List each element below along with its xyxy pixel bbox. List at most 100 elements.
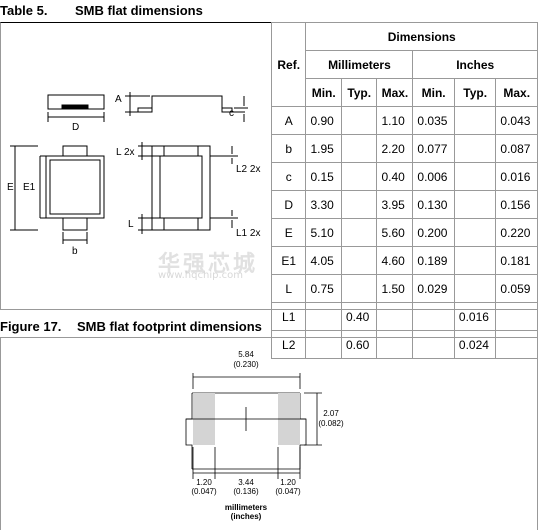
dim-total-width-in: (0.230) — [233, 360, 259, 369]
subheader-in-min: Min. — [412, 78, 455, 107]
cell-in-max: 0.016 — [495, 162, 538, 191]
cell-in-min: 0.035 — [412, 106, 455, 135]
cell-in-typ — [453, 190, 497, 219]
label-L2-2x: L2 2x — [236, 164, 260, 175]
cell-in-min: 0.029 — [412, 274, 455, 303]
cell-in-typ — [453, 218, 497, 247]
cell-in-max: 0.043 — [495, 106, 538, 135]
cell-in-min: 0.130 — [412, 190, 455, 219]
cell-in-min — [412, 302, 455, 331]
cell-mm-typ — [340, 246, 378, 275]
cell-mm-typ: 0.60 — [340, 330, 378, 359]
header-inches: Inches — [412, 50, 538, 79]
top-view-lead-top — [62, 145, 88, 157]
dim-height-mm: 2.07 — [323, 409, 339, 418]
subheader-in-typ: Typ. — [453, 78, 497, 107]
cell-in-typ — [453, 134, 497, 163]
figure17-caption: Figure 17. SMB flat footprint dimensions — [0, 319, 320, 337]
figure17-number: Figure 17. — [0, 319, 62, 334]
label-L: L — [128, 219, 134, 230]
cell-in-max — [495, 302, 538, 331]
dim-pad-left-mm: 1.20 — [196, 478, 212, 487]
label-L1-2x: L1 2x — [236, 228, 260, 239]
subheader-mm-min: Min. — [305, 78, 342, 107]
dim-height-in: (0.082) — [318, 419, 344, 428]
header-ref: Ref. — [270, 22, 307, 107]
label-E1: E1 — [23, 182, 36, 193]
top-view-inner — [49, 159, 101, 215]
table-header-row-2: Millimeters Inches — [272, 50, 538, 79]
cell-mm-min: 5.10 — [305, 218, 342, 247]
cell-mm-max: 4.60 — [376, 246, 414, 275]
units-line2: (inches) — [231, 512, 262, 521]
cell-ref: b — [270, 134, 307, 163]
cell-mm-typ — [340, 218, 378, 247]
table5-caption: Table 5. SMB flat dimensions — [0, 3, 300, 21]
cell-mm-typ — [340, 274, 378, 303]
cell-mm-typ — [340, 190, 378, 219]
cell-mm-min: 3.30 — [305, 190, 342, 219]
cell-mm-typ — [340, 162, 378, 191]
cell-in-min: 0.077 — [412, 134, 455, 163]
cell-in-min: 0.006 — [412, 162, 455, 191]
table5-title: SMB flat dimensions — [75, 3, 203, 18]
label-A: A — [115, 94, 122, 105]
cell-ref: L1 — [270, 302, 307, 331]
cell-in-typ — [453, 106, 497, 135]
cell-mm-max: 1.50 — [376, 274, 414, 303]
cell-mm-max — [376, 330, 414, 359]
cell-in-max: 0.220 — [495, 218, 538, 247]
cell-in-typ: 0.024 — [453, 330, 497, 359]
cell-ref: E1 — [270, 246, 307, 275]
cell-in-max: 0.181 — [495, 246, 538, 275]
cell-in-typ — [453, 162, 497, 191]
subheader-mm-max: Max. — [376, 78, 414, 107]
top-view-lead-bottom — [62, 217, 88, 231]
label-D: D — [72, 122, 79, 133]
cell-ref: A — [270, 106, 307, 135]
cell-in-typ: 0.016 — [453, 302, 497, 331]
cell-ref: c — [270, 162, 307, 191]
label-L-2x: L 2x — [116, 147, 135, 158]
cell-mm-max: 2.20 — [376, 134, 414, 163]
cell-in-max: 0.059 — [495, 274, 538, 303]
cell-mm-min: 0.75 — [305, 274, 342, 303]
subheader-in-max: Max. — [495, 78, 538, 107]
top-view-body — [45, 155, 105, 219]
table5-number: Table 5. — [0, 3, 48, 18]
cell-in-min: 0.200 — [412, 218, 455, 247]
cell-mm-max — [376, 302, 414, 331]
cell-ref: D — [270, 190, 307, 219]
dim-gap-mm: 3.44 — [238, 478, 254, 487]
figure17-title: SMB flat footprint dimensions — [77, 319, 262, 334]
cell-ref: E — [270, 218, 307, 247]
footprint-drawing: 5.84 (0.230) 2.07 (0.082) 1.20 (0.047) 3… — [185, 350, 344, 521]
cell-in-max: 0.156 — [495, 190, 538, 219]
cell-in-typ — [453, 274, 497, 303]
cell-mm-min: 0.15 — [305, 162, 342, 191]
dim-pad-right-mm: 1.20 — [280, 478, 296, 487]
dim-gap-in: (0.136) — [233, 487, 259, 496]
dim-pad-right-in: (0.047) — [275, 487, 301, 496]
cell-mm-typ — [340, 106, 378, 135]
cell-in-min: 0.189 — [412, 246, 455, 275]
cell-mm-max: 5.60 — [376, 218, 414, 247]
cell-ref: L2 — [270, 330, 307, 359]
header-millimeters: Millimeters — [305, 50, 414, 79]
cell-in-typ — [453, 246, 497, 275]
cell-mm-min — [305, 330, 342, 359]
package-outline-drawing: A c D E E1 b L 2x L2 2x L L1 2x — [7, 92, 260, 257]
cell-mm-max: 0.40 — [376, 162, 414, 191]
cell-mm-min: 0.90 — [305, 106, 342, 135]
table-header-row-3: Min. Typ. Max. Min. Typ. Max. — [272, 78, 538, 107]
label-E: E — [7, 182, 14, 193]
cell-in-min — [412, 330, 455, 359]
dim-total-width-mm: 5.84 — [238, 350, 254, 359]
